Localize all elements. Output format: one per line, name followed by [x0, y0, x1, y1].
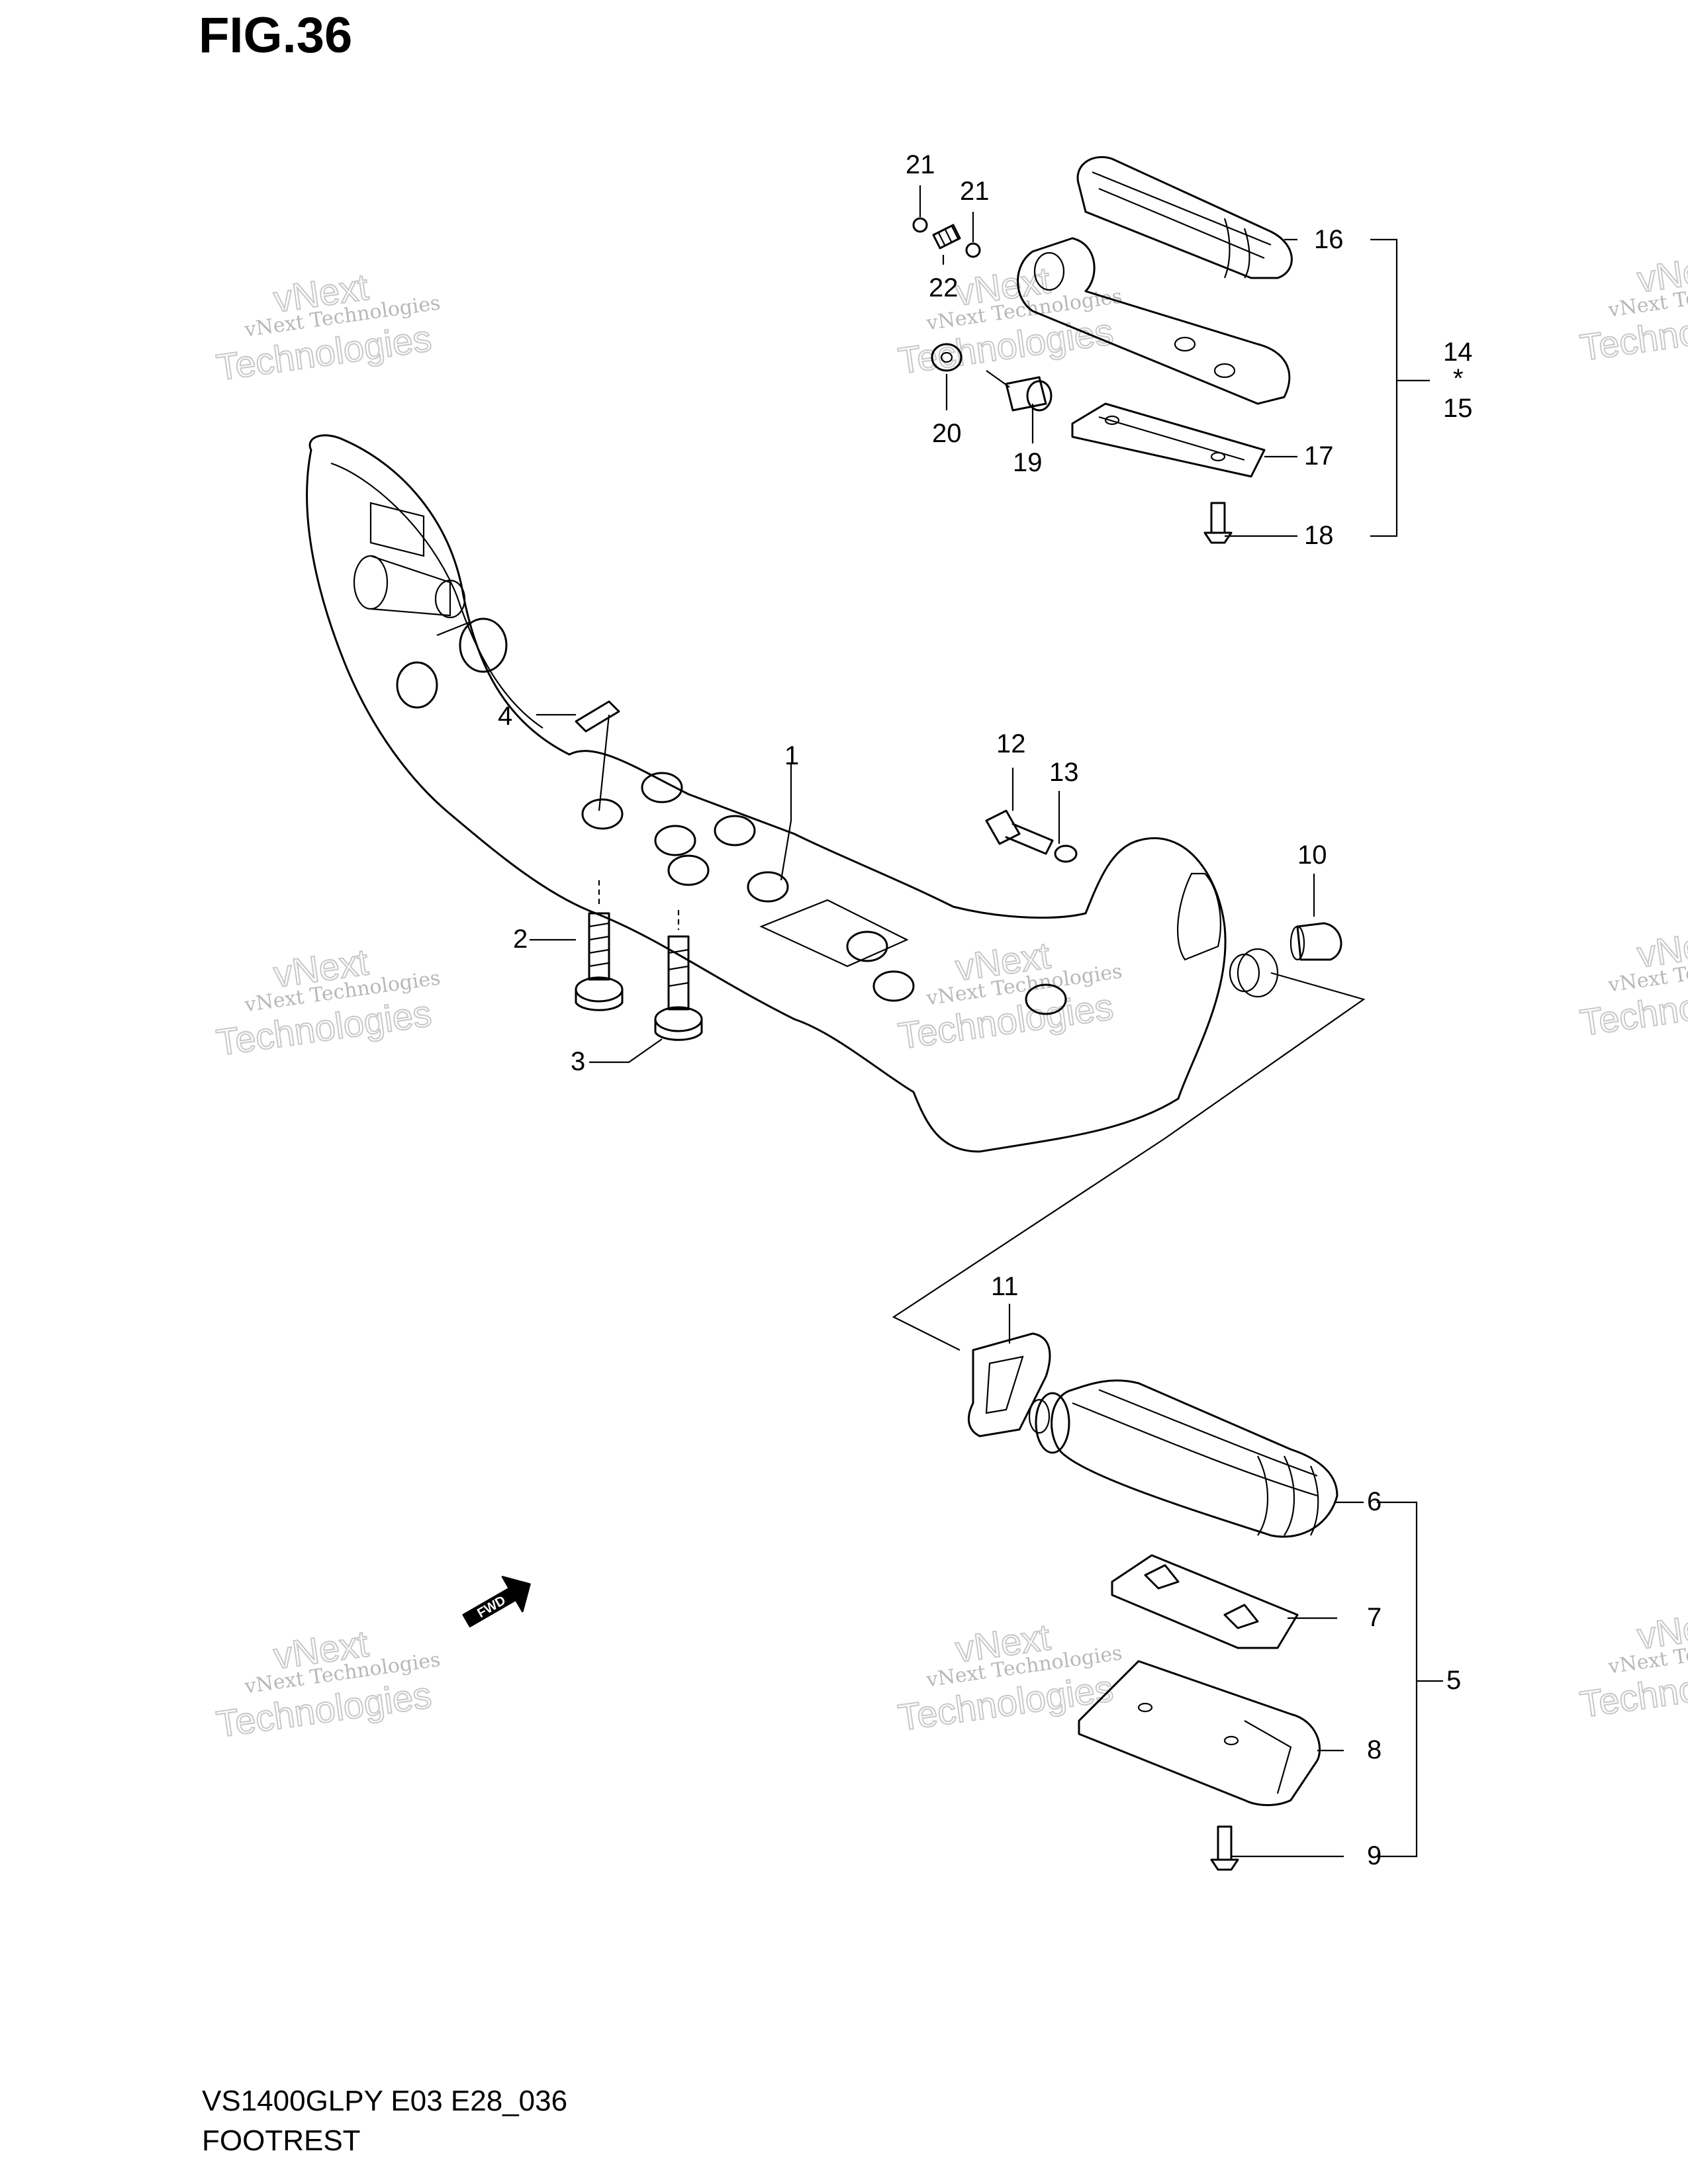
spring-part-22 — [932, 224, 961, 250]
callout-3: 3 — [571, 1047, 585, 1076]
callout-20: 20 — [932, 419, 962, 448]
callout-9: 9 — [1367, 1841, 1382, 1870]
callout-asterisk: * — [1453, 364, 1464, 393]
fwd-badge-label: FWD — [475, 1593, 508, 1621]
washer-part-13 — [1054, 844, 1078, 863]
bolt-part-3 — [654, 910, 703, 1041]
callout-1: 1 — [784, 741, 799, 770]
watermark: vNext vNext Technologies Technologies — [895, 1615, 1123, 1739]
watermark: vNext vNext Technologies Technologies — [895, 933, 1123, 1057]
callout-2: 2 — [513, 925, 528, 954]
callout-18: 18 — [1304, 521, 1334, 550]
watermark: vNext vNext Technologies Technologies — [213, 940, 442, 1064]
callout-8: 8 — [1367, 1735, 1382, 1764]
pin-part-19 — [986, 370, 1053, 412]
callout-22: 22 — [929, 273, 959, 302]
callout-13: 13 — [1049, 758, 1079, 787]
footrest-bracket-part-14 — [1017, 237, 1291, 405]
washer-part-20 — [931, 343, 962, 372]
callout-14: 14 — [1443, 338, 1473, 367]
callout-17: 17 — [1304, 441, 1334, 471]
bolt-part-12 — [985, 809, 1054, 855]
watermark: vNext vNext Technologies Technologies — [895, 258, 1123, 382]
watermark: vNext vNext Technologies Technologies — [1577, 920, 1688, 1044]
figure-title: FIG.36 — [199, 7, 353, 64]
watermark: vNext vNext Technologies Technologies — [213, 1621, 442, 1745]
callout-4: 4 — [498, 702, 512, 731]
callout-16: 16 — [1314, 225, 1344, 254]
callout-10: 10 — [1297, 841, 1327, 870]
model-code: VS1400GLPY E03 E28_036 — [202, 2085, 568, 2117]
plate-part-7 — [1111, 1554, 1299, 1649]
assembly-line-lower — [892, 1138, 1166, 1351]
watermark: vNext vNext Technologies Technologies — [1577, 1602, 1688, 1725]
footrest-part-6 — [1028, 1379, 1338, 1538]
cap-part-10 — [1289, 922, 1342, 961]
screw-part-9 — [1210, 1825, 1239, 1871]
figure-name: FOOTREST — [202, 2124, 361, 2157]
callout-11: 11 — [991, 1272, 1019, 1301]
gasket-part-11 — [967, 1332, 1051, 1437]
bolt-part-2 — [575, 880, 624, 1011]
watermarks: vNext vNext Technologies Technologies vN… — [213, 245, 1688, 1745]
clip-part-4 — [575, 700, 620, 811]
assembly-line-upper — [1164, 972, 1366, 1139]
callout-labels: 1 2 3 4 5 6 7 8 9 10 11 12 13 14 * 15 16… — [498, 150, 1473, 1870]
callout-15: 15 — [1443, 394, 1473, 423]
callout-12: 12 — [996, 729, 1026, 758]
watermark: vNext vNext Technologies Technologies — [213, 265, 442, 388]
watermark: vNext vNext Technologies Technologies — [1577, 245, 1688, 369]
leader-lines — [530, 185, 1443, 1858]
callout-6: 6 — [1367, 1487, 1382, 1516]
plate-part-17 — [1071, 402, 1266, 478]
callout-19: 19 — [1013, 448, 1043, 477]
bracket-part-1 — [306, 434, 1279, 1153]
clip-part-21 — [912, 217, 981, 258]
callout-21-left: 21 — [906, 150, 935, 179]
fwd-arrow-icon: FWD — [462, 1576, 531, 1627]
rubber-part-8 — [1078, 1660, 1321, 1806]
callout-7: 7 — [1367, 1603, 1382, 1632]
callout-21-right: 21 — [960, 177, 990, 206]
screw-part-18 — [1203, 502, 1233, 544]
callout-5: 5 — [1446, 1666, 1461, 1695]
footrest-part-16 — [1076, 156, 1293, 279]
